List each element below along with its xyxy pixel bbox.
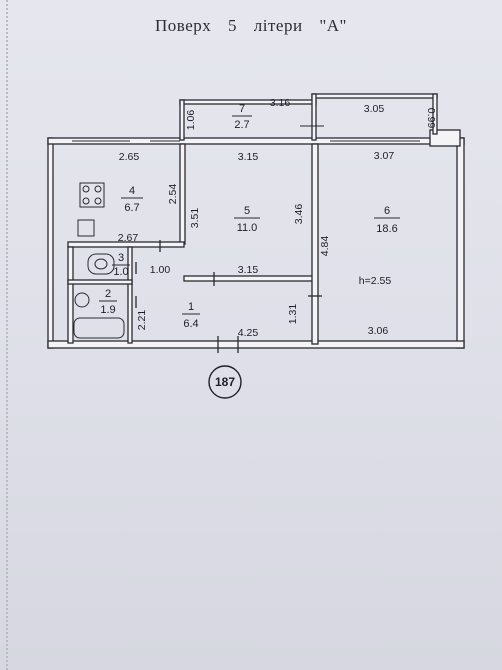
right-wall <box>456 137 465 349</box>
page-title: Поверх 5 літери "А" <box>0 16 502 36</box>
room-number: 4 <box>129 185 135 197</box>
bottom-wall <box>47 340 465 349</box>
sheet-number: 187 <box>215 375 235 389</box>
fixtures <box>73 182 125 339</box>
wall-wc-bath <box>67 279 133 285</box>
floor-number: 5 <box>228 16 238 35</box>
dimension-label: 0.99 <box>425 108 437 129</box>
room-area: 1.9 <box>100 304 115 316</box>
dimension-label: 3.46 <box>293 204 305 225</box>
room-area: 6.7 <box>124 202 139 214</box>
binding-holes <box>6 0 10 670</box>
wall-bath-right <box>127 246 133 344</box>
room-number: 3 <box>118 252 124 264</box>
dimension-label: 1.31 <box>287 304 299 325</box>
dimension-label: h=2.55 <box>359 275 392 287</box>
balcony-right-rail <box>311 93 438 99</box>
stove-burner-icon <box>82 185 90 193</box>
stove-burner-icon <box>94 197 102 205</box>
stove-burner-icon <box>82 197 90 205</box>
toilet-icon <box>87 253 115 275</box>
room-number: 6 <box>384 205 390 217</box>
dimension-label: 3.16 <box>270 97 291 109</box>
balcony-left-rail <box>179 99 185 141</box>
room-area: 6.4 <box>183 318 198 330</box>
room-number: 5 <box>244 205 250 217</box>
floor-label: Поверх <box>155 16 212 35</box>
bathtub-icon <box>73 317 125 339</box>
stove-burner-icon <box>94 185 102 193</box>
balcony-right-post <box>432 93 438 135</box>
stove-icon <box>79 182 105 208</box>
dimension-label: 1.06 <box>185 110 197 131</box>
toilet-bowl-icon <box>94 258 108 270</box>
letter-label: літери <box>253 16 303 35</box>
dimension-label: 3.15 <box>238 264 259 276</box>
dimension-labels: 1.06 3.16 3.05 0.99 2.65 2.54 2.67 3.15 … <box>118 97 437 339</box>
kitchen-sink-icon <box>77 219 95 237</box>
room-area: 11.0 <box>237 222 258 234</box>
washbasin-icon <box>74 292 90 308</box>
dimension-label: 2.65 <box>119 151 140 163</box>
balcony-divider <box>311 93 317 141</box>
outer-walls <box>47 129 465 353</box>
dimension-label: 1.00 <box>150 264 171 276</box>
wall-bath-left <box>67 246 74 344</box>
dimension-label: 3.15 <box>238 151 259 163</box>
dimension-label: 2.21 <box>136 310 148 331</box>
left-wall <box>47 137 54 349</box>
interior-walls <box>67 143 322 345</box>
wall-room5-room6 <box>311 143 319 345</box>
room-labels: 7 2.7 4 6.7 5 11.0 6 18.6 3 1.0 2 1.9 1 … <box>99 103 400 330</box>
balcony <box>179 93 438 141</box>
wall-room5-bottom <box>183 275 315 282</box>
dimension-label: 4.84 <box>319 236 331 257</box>
wall-kitchen-room5 <box>179 143 186 245</box>
wall-kitchen-bottom <box>67 241 185 248</box>
dimension-label: 3.05 <box>364 103 385 115</box>
room-area: 18.6 <box>376 223 397 235</box>
dimension-label: 2.54 <box>167 184 179 205</box>
dimension-label: 3.06 <box>368 325 389 337</box>
room-number: 7 <box>239 103 245 115</box>
dimension-label: 3.07 <box>374 150 395 162</box>
room-area: 2.7 <box>234 119 249 131</box>
dimension-label: 2.67 <box>118 232 139 244</box>
letter-value: "А" <box>319 16 347 35</box>
sheet-number-circle <box>208 365 242 399</box>
room-area: 1.0 <box>113 266 128 278</box>
balcony-top-rail <box>179 99 317 105</box>
room-number: 2 <box>105 288 111 300</box>
dimension-label: 4.25 <box>238 327 259 339</box>
room-number: 1 <box>188 301 194 313</box>
sheet-number-badge: 187 <box>208 365 242 399</box>
dimension-label: 3.51 <box>189 208 201 229</box>
